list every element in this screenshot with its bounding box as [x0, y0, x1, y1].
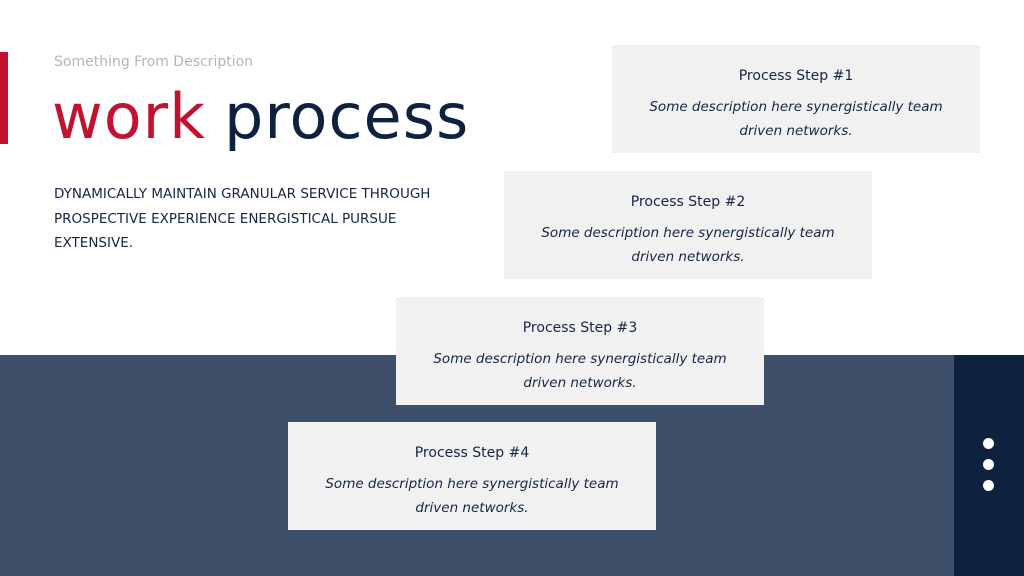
- dot: [983, 459, 994, 470]
- process-step-card-1: Process Step #1 Some description here sy…: [612, 45, 980, 153]
- step-title: Process Step #2: [630, 194, 746, 210]
- description: DYNAMICALLY MAINTAIN GRANULAR SERVICE TH…: [54, 186, 431, 251]
- accent-bar: [0, 52, 8, 144]
- title-word-process: process: [224, 80, 470, 153]
- step-title: Process Step #3: [522, 320, 638, 336]
- step-description: Some description here synergistically te…: [433, 351, 727, 391]
- process-step-card-4: Process Step #4 Some description here sy…: [288, 422, 656, 530]
- title-word-work: work: [52, 80, 207, 153]
- step-description: Some description here synergistically te…: [541, 225, 835, 265]
- vertical-dots-icon[interactable]: [983, 438, 995, 501]
- process-step-card-3: Process Step #3 Some description here sy…: [396, 297, 764, 405]
- dot: [983, 438, 994, 449]
- process-step-card-2: Process Step #2 Some description here sy…: [504, 171, 872, 279]
- step-description: Some description here synergistically te…: [649, 99, 943, 139]
- dot: [983, 480, 994, 491]
- step-title: Process Step #1: [738, 68, 854, 84]
- step-description: Some description here synergistically te…: [325, 476, 619, 516]
- step-title: Process Step #4: [414, 445, 530, 461]
- subtitle: Something From Description: [54, 54, 254, 70]
